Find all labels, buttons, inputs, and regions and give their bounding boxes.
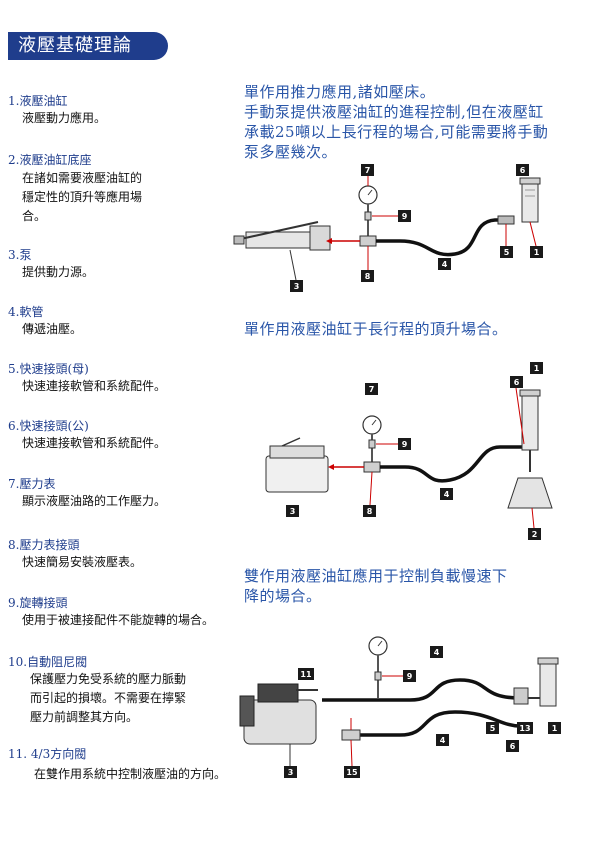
- item-title: 2.液壓油缸底座: [8, 153, 92, 167]
- pump-with-valve: [239, 683, 318, 745]
- diagram-label: 8: [365, 272, 371, 281]
- section-1-text: 泵多壓幾次。: [244, 143, 338, 161]
- section-1-text: 手動泵提供液壓油缸的進程控制,但在液壓缸: [244, 103, 544, 121]
- diagram-3: 11 9 4 5 13 1 4 6 3 15: [239, 636, 561, 778]
- item-desc: 使用于被連接配件不能旋轉的場合。: [22, 613, 215, 627]
- diagram-1: 7 9 6 5 1 4 8 3: [233, 164, 543, 292]
- diagram-label: 6: [520, 166, 526, 175]
- item-desc: 保護壓力免受系統的壓力脈動: [30, 672, 187, 686]
- diagram-label: 5: [490, 724, 496, 733]
- hand-pump: [233, 221, 331, 251]
- item-title: 5.快速接頭(母): [8, 362, 89, 376]
- item-desc: 快速簡易安裝液壓表。: [22, 555, 143, 569]
- item-desc: 快速連接軟管和系統配件。: [22, 436, 167, 450]
- diagram-label: 3: [288, 768, 294, 777]
- diagram-label: 9: [402, 212, 408, 221]
- section-3-text: 降的場合。: [244, 587, 322, 605]
- item-desc: 合。: [22, 209, 47, 223]
- diagram-label: 3: [294, 282, 300, 291]
- item-desc: 傳遞油壓。: [22, 322, 83, 336]
- page-title: 液壓基礎理論: [8, 32, 168, 60]
- electric-pump: [265, 437, 329, 493]
- item-title: 4.軟管: [8, 305, 44, 319]
- diagram-label: 11: [300, 670, 312, 679]
- diagram-label: 15: [346, 768, 358, 777]
- item-desc: 快速連接軟管和系統配件。: [22, 379, 167, 393]
- item-title: 3.泵: [8, 248, 32, 262]
- item-desc: 壓力前調整其方向。: [30, 710, 139, 724]
- item-desc: 穩定性的頂升等應用場: [22, 190, 143, 204]
- section-1-text: 承載25噸以上長行程的場合,可能需要將手動: [244, 123, 549, 141]
- diagram-label: 1: [534, 248, 540, 257]
- item-desc: 在雙作用系統中控制液壓油的方向。: [34, 767, 227, 781]
- item-title: 11. 4/3方向閥: [8, 747, 87, 761]
- diagram-label: 2: [532, 530, 538, 539]
- item-title: 9.旋轉接頭: [8, 596, 68, 610]
- diagram-label: 3: [290, 507, 296, 516]
- section-1-heading: 單作用推力應用,諸如壓床。: [244, 83, 436, 101]
- item-title: 1.液壓油缸: [8, 94, 68, 108]
- diagram-label: 8: [367, 507, 373, 516]
- diagram-label: 4: [442, 260, 448, 269]
- item-desc: 而引起的損壞。不需要在擰緊: [30, 691, 187, 705]
- diagram-label: 6: [510, 742, 516, 751]
- item-desc: 在諸如需要液壓油缸的: [22, 171, 143, 185]
- diagram-label: 4: [444, 490, 450, 499]
- diagram-label: 9: [407, 672, 413, 681]
- diagram-label: 4: [440, 736, 446, 745]
- section-3-heading: 雙作用液壓油缸應用于控制負載慢速下: [244, 567, 508, 585]
- diagram-label: 5: [504, 248, 510, 257]
- item-title: 10.自動阻尼閥: [8, 655, 88, 669]
- diagram-label: 6: [514, 378, 520, 387]
- item-title: 7.壓力表: [8, 477, 56, 491]
- diagram-label: 9: [402, 440, 408, 449]
- diagram-label: 13: [519, 724, 530, 733]
- item-desc: 顯示液壓油路的工作壓力。: [22, 494, 167, 508]
- item-desc: 提供動力源。: [22, 265, 95, 279]
- diagram-2: 1 6 7 9 4 8 3 2: [265, 362, 553, 540]
- item-title: 6.快速接頭(公): [8, 419, 89, 433]
- diagram-label: 7: [365, 166, 371, 175]
- diagram-label: 1: [534, 364, 540, 373]
- section-2-heading: 單作用液壓油缸于長行程的頂升場合。: [244, 320, 508, 338]
- item-title: 8.壓力表接頭: [8, 538, 80, 552]
- item-desc: 液壓動力應用。: [22, 111, 107, 125]
- diagram-label: 7: [369, 385, 375, 394]
- diagram-label: 1: [552, 724, 558, 733]
- diagram-label: 4: [434, 648, 440, 657]
